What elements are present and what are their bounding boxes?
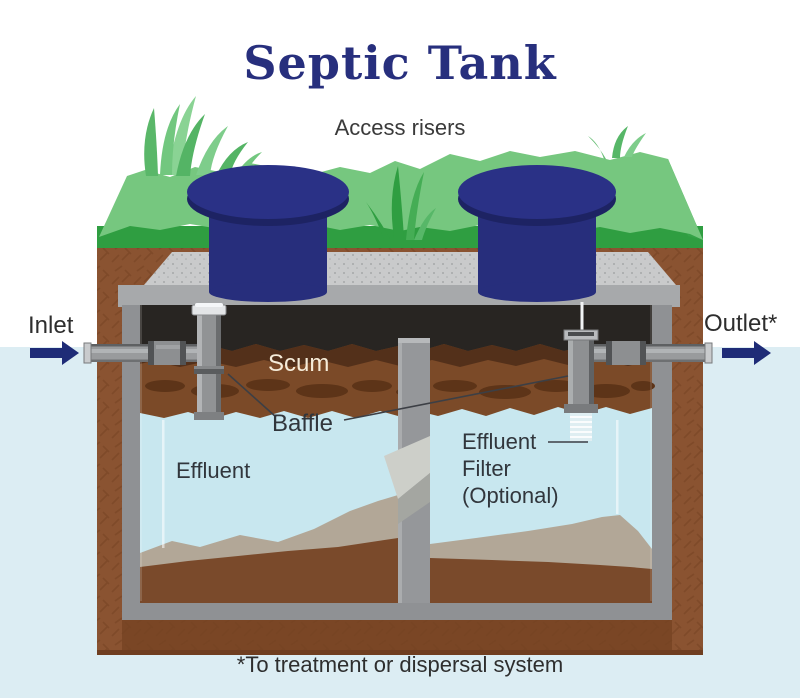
inlet-pipe: [83, 341, 214, 365]
scum-layer: [140, 344, 655, 419]
tank-floor: [122, 598, 672, 620]
baffle-leader-left: [227, 373, 277, 418]
effluent-filter: [563, 302, 599, 441]
grass-tuft-middle: [366, 166, 436, 240]
sludge-layer-right: [430, 515, 652, 603]
effluent-filter-line2: Filter: [462, 456, 511, 481]
outlet-pipe: [590, 341, 713, 365]
inlet-baffle-pipe: [191, 303, 227, 420]
sludge-layer-left: [140, 495, 398, 603]
tank-wall-right: [652, 305, 672, 620]
footnote-label: *To treatment or dispersal system: [236, 652, 564, 677]
grass-tuft-left: [144, 96, 262, 176]
inlet-arrow-icon: [30, 341, 79, 365]
effluent-filter-label: Effluent Filter (Optional): [462, 428, 592, 509]
divider-wall: [384, 338, 430, 603]
grass-tuft-right: [588, 126, 646, 159]
leader-lines: [227, 373, 588, 443]
access-riser-right: [458, 165, 616, 302]
effluent-filter-line1: Effluent: [462, 429, 537, 454]
tank-shell: [122, 305, 672, 620]
access-riser-left: [187, 165, 349, 302]
water-highlight: [616, 420, 619, 514]
outlet-label: Outlet*: [704, 310, 778, 337]
effluent-filter-line3: (Optional): [462, 483, 559, 508]
outlet-arrow-icon: [722, 341, 771, 365]
tank-wall-left: [122, 305, 140, 620]
water-highlight: [162, 420, 165, 548]
effluent-label: Effluent: [176, 458, 251, 483]
baffle-leader-right: [343, 375, 569, 421]
access-risers-label: Access risers: [334, 115, 466, 140]
filter-pull-handle: [580, 302, 584, 336]
scum-label: Scum: [268, 350, 330, 377]
filter-mesh: [570, 413, 592, 441]
baffle-label: Baffle: [272, 410, 333, 437]
inlet-label: Inlet: [28, 312, 74, 339]
divider-opening: [384, 436, 430, 499]
page-title: Septic Tank: [243, 36, 557, 90]
